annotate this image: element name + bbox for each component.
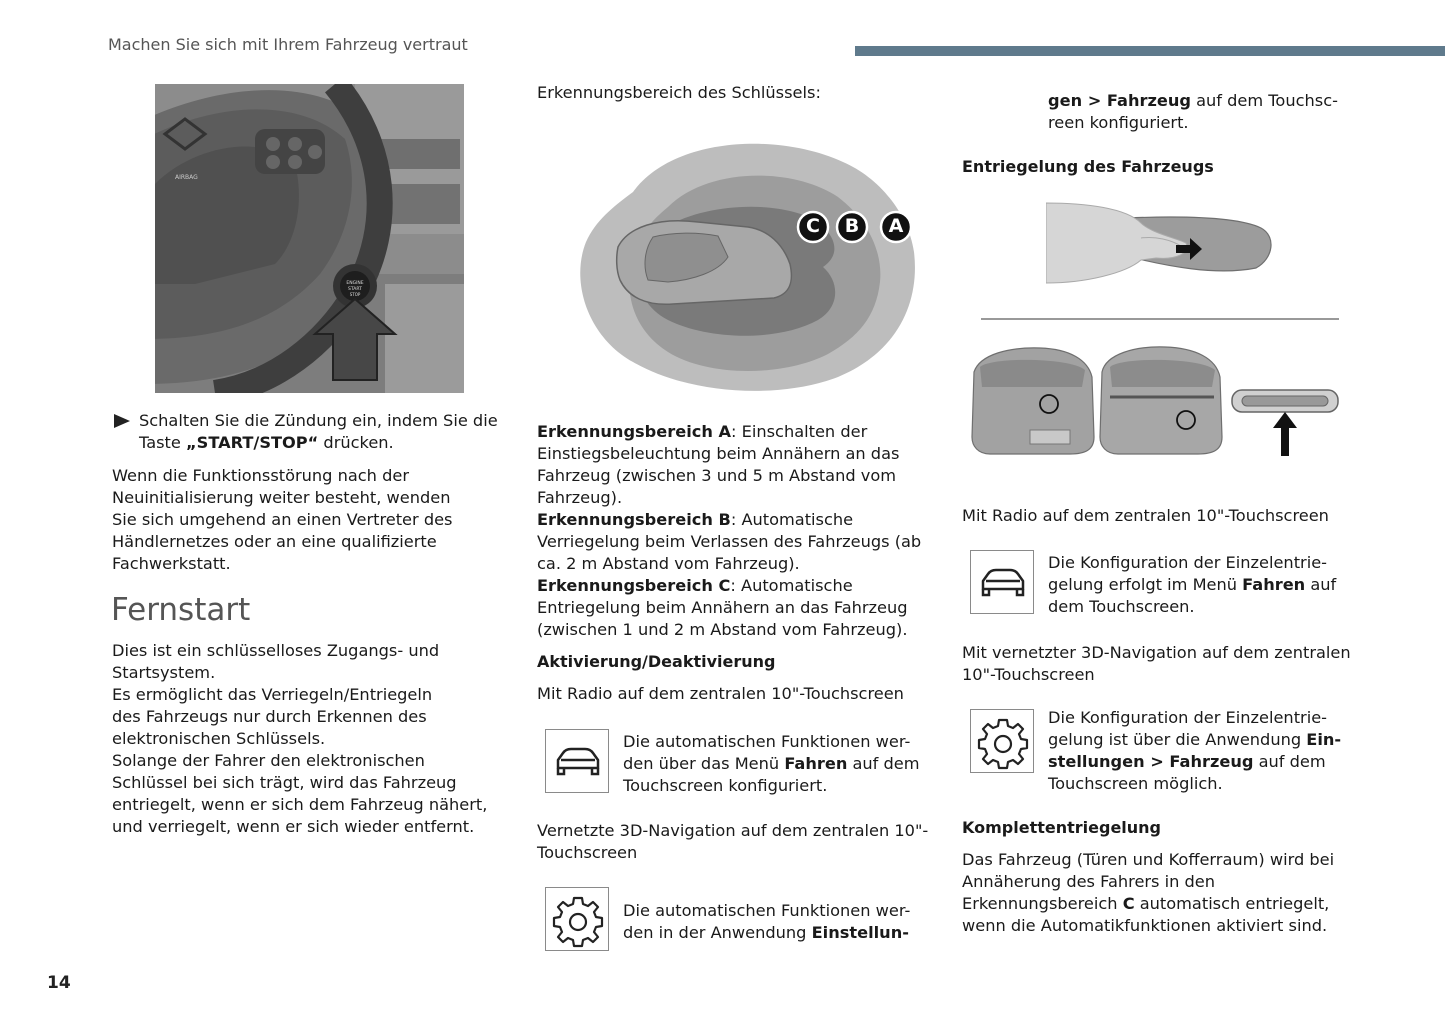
col2-nav-note: Die automatischen Funktionen wer-den in … [623, 901, 911, 942]
full-unlock-paragraph: Das Fahrzeug (Türen und Kofferraum) wird… [962, 850, 1335, 935]
activation-heading: Aktivierung/Deaktivierung [537, 652, 776, 671]
gear-icon [545, 887, 609, 951]
zone-descriptions: Erkennungsbereich A: Einschalten der Ein… [537, 421, 929, 641]
svg-text:AIRBAG: AIRBAG [175, 174, 198, 181]
detection-zone-diagram: C B A [578, 132, 918, 397]
col3-radio-note: Die Konfiguration der Einzelentrie-gelun… [1048, 553, 1337, 616]
col2-radio-label: Mit Radio auf dem zentralen 10"-Touchscr… [537, 684, 904, 703]
col3-radio-label: Mit Radio auf dem zentralen 10"-Touchscr… [962, 506, 1329, 525]
intro-line-3: Solange der Fahrer den elektronischen Sc… [112, 751, 488, 836]
page-number: 14 [47, 973, 71, 993]
intro-line-1: Dies ist ein schlüsselloses Zugangs- und… [112, 641, 440, 682]
running-header: Machen Sie sich mit Ihrem Fahrzeug vertr… [108, 35, 468, 54]
fault-paragraph: Wenn die Funktionsstörung nach der Neuin… [112, 466, 453, 573]
svg-text:STOP: STOP [350, 292, 361, 297]
svg-text:ENGINE: ENGINE [346, 280, 363, 286]
zone-a-description: Erkennungsbereich A: Einschalten der Ein… [537, 422, 900, 507]
full-unlock-heading: Komplettentriegelung [962, 818, 1162, 837]
door-handle-illustration [1045, 198, 1276, 298]
arrow-up-icon [1273, 412, 1297, 460]
section-heading: Fernstart [111, 592, 251, 628]
zone-label-a: A [888, 215, 904, 237]
car-icon [545, 729, 609, 793]
zone-label-c: C [806, 215, 820, 237]
bullet-item: Schalten Sie die Zündung ein, indem Sie … [112, 410, 507, 454]
car-icon [970, 550, 1034, 614]
zone-b-description: Erkennungsbereich B: Automatische Verrie… [537, 510, 922, 573]
intro-paragraph: Dies ist ein schlüsselloses Zugangs- und… [112, 640, 502, 838]
unlock-heading: Entriegelung des Fahrzeugs [962, 157, 1214, 176]
header-bar [855, 46, 1445, 56]
diagram-title: Erkennungsbereich des Schlüssels: [537, 83, 821, 102]
steering-wheel-illustration: ENGINE START STOP AIRBAG [155, 84, 464, 393]
bullet-arrow-icon [112, 413, 132, 433]
col3-nav-note: Die Konfiguration der Einzelentrie-gelun… [1048, 708, 1342, 793]
divider [981, 318, 1339, 320]
col3-nav-label: Mit vernetzter 3D-Navigation auf dem zen… [962, 643, 1351, 684]
zone-c-description: Erkennungsbereich C: Automatische Entrie… [537, 576, 908, 639]
arrow-right-icon [1174, 236, 1204, 266]
col2-radio-note: Die automatischen Funktionen wer-den übe… [623, 732, 920, 795]
zone-label-b: B [844, 215, 860, 237]
car-rear-illustrations [970, 342, 1342, 462]
intro-line-2: Es ermöglicht das Verriegeln/Entriegeln … [112, 685, 433, 748]
gear-icon [970, 709, 1034, 773]
svg-text:START: START [348, 286, 362, 292]
bullet-text: Schalten Sie die Zündung ein, indem Sie … [139, 411, 498, 452]
col3-continuation: gen > Fahrzeug auf dem Touchsc-reen konf… [1048, 91, 1338, 132]
col2-nav-label: Vernetzte 3D-Navigation auf dem zentrale… [537, 821, 929, 862]
